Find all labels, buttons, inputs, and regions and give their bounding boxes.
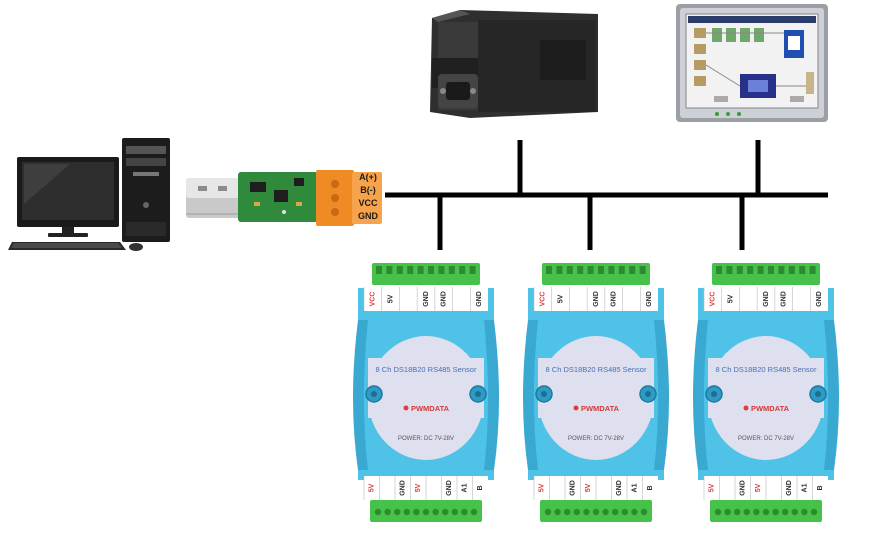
- module-power-rating: POWER: DC 7V-28V: [398, 436, 454, 442]
- bottom-pin-label: A1: [462, 483, 469, 492]
- top-pin-label: GND: [611, 291, 618, 307]
- terminal-block-bottom: [710, 500, 822, 522]
- terminal-block-top: [712, 263, 820, 285]
- top-pin-label: VCC: [710, 292, 717, 307]
- rs485-bus: [385, 140, 828, 250]
- bottom-pin-label: GND: [740, 480, 747, 496]
- top-pin-label: GND: [423, 291, 430, 307]
- bottom-pin-label: A1: [632, 483, 639, 492]
- top-pin-label: GND: [476, 291, 483, 307]
- bottom-pin-label: GND: [616, 480, 623, 496]
- top-pin-strip: VCC 5V GND GND GND: [704, 287, 828, 311]
- rs485-sensor-module: VCC 5V GND GND GND 8 Ch DS18B20 RS485 SensorP…: [523, 263, 669, 522]
- bottom-pin-strip: 5V GND 5V GND A1 B: [534, 476, 658, 500]
- top-pin-label: GND: [441, 291, 448, 307]
- top-pin-label: GND: [593, 291, 600, 307]
- usb-pin-label: A(+): [359, 172, 377, 182]
- top-pin-label: VCC: [370, 292, 377, 307]
- plc-controller: [430, 10, 598, 118]
- top-pin-label: VCC: [540, 292, 547, 307]
- hmi-led-1: [715, 112, 719, 116]
- bottom-pin-label: B: [817, 485, 824, 490]
- top-pin-label: GND: [763, 291, 770, 307]
- status-led: [744, 406, 749, 411]
- usb-plug: [186, 178, 242, 218]
- bottom-pin-label: 5V: [539, 483, 546, 492]
- usb-pin-label: B(-): [360, 185, 376, 195]
- usb-pin-label: VCC: [358, 198, 378, 208]
- top-pin-label: GND: [781, 291, 788, 307]
- pc-tower: [122, 138, 170, 242]
- terminal-block-top: [542, 263, 650, 285]
- bottom-pin-strip: 5V GND 5V GND A1 B: [364, 476, 488, 500]
- bottom-pin-label: GND: [400, 480, 407, 496]
- hmi-led-3: [737, 112, 741, 116]
- top-pin-label: 5V: [557, 294, 564, 303]
- status-led: [574, 406, 579, 411]
- top-pin-label: GND: [816, 291, 823, 307]
- hmi-touch-panel: [676, 4, 828, 122]
- usb-rs485-adapter: A(+) B(-) VCC GND: [186, 170, 382, 226]
- rs485-sensor-module: VCC 5V GND GND GND 8 Ch DS18B20 RS485 SensorP…: [353, 263, 499, 522]
- module-brand: PWMDATA: [411, 404, 450, 413]
- bottom-pin-label: 5V: [369, 483, 376, 492]
- module-power-rating: POWER: DC 7V-28V: [738, 436, 794, 442]
- top-pin-label: 5V: [727, 294, 734, 303]
- module-brand: PWMDATA: [751, 404, 790, 413]
- mouse: [129, 243, 143, 251]
- top-pin-label: 5V: [387, 294, 394, 303]
- bottom-pin-label: 5V: [755, 483, 762, 492]
- top-pin-label: GND: [646, 291, 653, 307]
- terminal-block-top: [372, 263, 480, 285]
- bottom-pin-label: A1: [802, 483, 809, 492]
- bottom-pin-label: B: [477, 485, 484, 490]
- desktop-computer: [8, 138, 170, 251]
- terminal-block-bottom: [540, 500, 652, 522]
- module-brand: PWMDATA: [581, 404, 620, 413]
- status-led: [404, 406, 409, 411]
- usb-pin-label: GND: [358, 211, 379, 221]
- bottom-pin-label: GND: [570, 480, 577, 496]
- top-pin-strip: VCC 5V GND GND GND: [534, 287, 658, 311]
- keyboard: [8, 242, 126, 250]
- rs485-sensor-module: VCC 5V GND GND GND 8 Ch DS18B20 RS485 SensorP…: [693, 263, 839, 522]
- bottom-pin-label: 5V: [585, 483, 592, 492]
- module-title: 8 Ch DS18B20 RS485 Sensor: [376, 365, 477, 374]
- io-modules: VCC 5V GND GND GND 8 Ch DS18B20 RS485 SensorP…: [353, 263, 839, 522]
- module-title: 8 Ch DS18B20 RS485 Sensor: [546, 365, 647, 374]
- bottom-pin-label: 5V: [709, 483, 716, 492]
- hmi-led-2: [726, 112, 730, 116]
- module-title: 8 Ch DS18B20 RS485 Sensor: [716, 365, 817, 374]
- bottom-pin-label: 5V: [415, 483, 422, 492]
- module-power-rating: POWER: DC 7V-28V: [568, 436, 624, 442]
- bottom-pin-label: B: [647, 485, 654, 490]
- terminal-block-bottom: [370, 500, 482, 522]
- usb-pcb: [238, 172, 318, 222]
- top-pin-strip: VCC 5V GND GND GND: [364, 287, 488, 311]
- bottom-pin-strip: 5V GND 5V GND A1 B: [704, 476, 828, 500]
- bottom-pin-label: GND: [446, 480, 453, 496]
- bottom-pin-label: GND: [786, 480, 793, 496]
- monitor: [17, 157, 119, 237]
